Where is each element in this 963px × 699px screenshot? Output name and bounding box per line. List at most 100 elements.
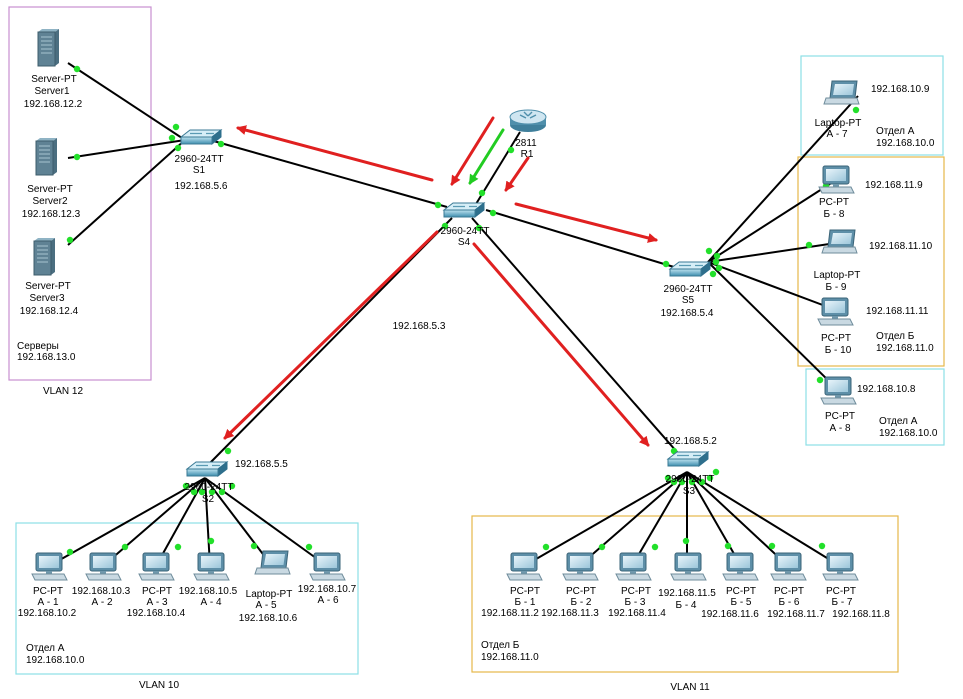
a1-ip-label: 192.168.10.2 bbox=[18, 608, 77, 619]
server1-ip-label: 192.168.12.2 bbox=[24, 99, 83, 110]
s5-ip-label: 192.168.5.4 bbox=[661, 308, 714, 319]
switch-s2-icon[interactable] bbox=[186, 461, 228, 477]
link-s5-a8 bbox=[707, 261, 837, 389]
b6-ip-label: 192.168.11.7 bbox=[767, 609, 825, 620]
pc-b6-icon[interactable] bbox=[770, 552, 807, 581]
flow-arrow-s4-to-s3 bbox=[472, 242, 650, 447]
flow-arrow-r1-to-s4-b bbox=[504, 156, 530, 192]
link-server2-s1 bbox=[67, 139, 186, 159]
b9-type-label: Laptop-PT bbox=[814, 270, 861, 281]
laptop-a5-icon[interactable] bbox=[254, 550, 291, 575]
b1-ip-label: 192.168.11.2 bbox=[481, 608, 539, 619]
s4-ip-label: 192.168.5.3 bbox=[393, 321, 446, 332]
link-server3-s1 bbox=[67, 139, 186, 246]
b1-type-label: PC-PT bbox=[510, 586, 540, 597]
a5-ip-label: 192.168.10.6 bbox=[239, 613, 298, 624]
pc-b10-icon[interactable] bbox=[817, 297, 854, 326]
router-icon[interactable] bbox=[509, 109, 547, 133]
server3-icon[interactable] bbox=[33, 237, 56, 276]
server2-ip-label: 192.168.12.3 bbox=[22, 209, 81, 220]
server2-type-label: Server-PT bbox=[27, 184, 73, 195]
a8-ip-label: 192.168.10.8 bbox=[857, 384, 916, 395]
pc-b4-icon[interactable] bbox=[670, 552, 707, 581]
vlan11-caption: VLAN 11 bbox=[670, 682, 710, 693]
pc-a3-icon[interactable] bbox=[138, 552, 175, 581]
b1-name-label: Б - 1 bbox=[514, 597, 535, 608]
dept-a-bottom-frame bbox=[805, 368, 945, 446]
a4-name-label: А - 4 bbox=[200, 597, 222, 608]
pc-b8-icon[interactable] bbox=[818, 165, 855, 194]
link-s3-b3 bbox=[631, 471, 688, 567]
b3-name-label: Б - 3 bbox=[624, 597, 645, 608]
vlan11-note-subnet: 192.168.11.0 bbox=[481, 652, 539, 663]
link-s3-b7 bbox=[686, 471, 841, 567]
a8-type-label: PC-PT bbox=[825, 411, 855, 422]
flow-arrow-s4-to-s1 bbox=[236, 125, 434, 182]
pc-b3-icon[interactable] bbox=[615, 552, 652, 581]
link-s4-s5 bbox=[485, 209, 675, 268]
s4-model-label: 2960-24TT bbox=[441, 226, 490, 237]
b8-ip-label: 192.168.11.9 bbox=[865, 180, 923, 191]
a3-name-label: А - 3 bbox=[146, 597, 168, 608]
pc-a4-icon[interactable] bbox=[193, 552, 230, 581]
pc-a8-icon[interactable] bbox=[820, 376, 857, 405]
b9-ip-label: 192.168.11.10 bbox=[869, 241, 933, 252]
s1-name-label: S1 bbox=[193, 165, 206, 176]
s5-model-label: 2960-24TT bbox=[664, 284, 713, 295]
switch-s4-icon[interactable] bbox=[443, 202, 485, 218]
b9-name-label: Б - 9 bbox=[825, 282, 846, 293]
link-server1-s1 bbox=[67, 62, 186, 141]
a3-ip-label: 192.168.10.4 bbox=[127, 608, 186, 619]
vlan12-frame bbox=[8, 6, 152, 381]
link-s3-b2 bbox=[578, 471, 688, 567]
flow-arrow-s4-to-s5 bbox=[514, 202, 658, 243]
flow-arrows-layer bbox=[223, 116, 658, 447]
pc-b2-icon[interactable] bbox=[562, 552, 599, 581]
a2-ip-label: 192.168.10.3 bbox=[72, 586, 131, 597]
link-s2-a2 bbox=[102, 477, 206, 567]
pc-b7-icon[interactable] bbox=[822, 552, 859, 581]
vlan12-note-title: Серверы bbox=[17, 341, 59, 352]
dept-b-right-frame bbox=[797, 156, 945, 367]
b8-name-label: Б - 8 bbox=[823, 209, 844, 220]
s2-model-label: 2960-24TT bbox=[185, 482, 234, 493]
switch-s1-icon[interactable] bbox=[180, 129, 222, 145]
link-s2-a4 bbox=[204, 477, 211, 567]
pc-b1-icon[interactable] bbox=[506, 552, 543, 581]
flow-arrow-s4-to-s2 bbox=[223, 230, 439, 440]
switch-s5-icon[interactable] bbox=[669, 261, 711, 277]
b4-ip-label: 192.168.11.5 bbox=[658, 588, 716, 599]
link-s4-s3 bbox=[471, 217, 685, 461]
server1-type-label: Server-PT bbox=[31, 74, 77, 85]
pc-b5-icon[interactable] bbox=[722, 552, 759, 581]
pc-a1-icon[interactable] bbox=[31, 552, 68, 581]
laptop-b9-icon[interactable] bbox=[821, 229, 858, 254]
server1-icon[interactable] bbox=[37, 28, 60, 67]
a3-type-label: PC-PT bbox=[142, 586, 172, 597]
vlan11-note-title: Отдел Б bbox=[481, 640, 520, 651]
laptop-a7-icon[interactable] bbox=[823, 80, 860, 105]
dept-a-bottom-title: Отдел А bbox=[879, 416, 918, 427]
pc-a6-icon[interactable] bbox=[309, 552, 346, 581]
server3-type-label: Server-PT bbox=[25, 281, 71, 292]
s1-model-label: 2960-24TT bbox=[175, 154, 224, 165]
b7-ip-label: 192.168.11.8 bbox=[832, 609, 890, 620]
pc-a2-icon[interactable] bbox=[85, 552, 122, 581]
a7-name-label: А - 7 bbox=[826, 129, 848, 140]
dept-b-right-title: Отдел Б bbox=[876, 331, 915, 342]
link-s3-b1 bbox=[523, 471, 688, 567]
vlan10-caption: VLAN 10 bbox=[139, 680, 179, 691]
dept-a-bottom-subnet: 192.168.10.0 bbox=[879, 428, 938, 439]
b8-type-label: PC-PT bbox=[819, 197, 849, 208]
link-s5-b9 bbox=[707, 242, 837, 263]
a7-ip-label: 192.168.10.9 bbox=[871, 84, 930, 95]
server3-name-label: Server3 bbox=[29, 293, 64, 304]
b3-ip-label: 192.168.11.4 bbox=[608, 608, 666, 619]
a6-name-label: А - 6 bbox=[317, 595, 339, 606]
vlan10-frame bbox=[15, 522, 359, 675]
b6-type-label: PC-PT bbox=[774, 586, 804, 597]
server2-icon[interactable] bbox=[35, 137, 58, 176]
s2-name-label: S2 bbox=[202, 494, 215, 505]
switch-s3-icon[interactable] bbox=[667, 451, 709, 467]
